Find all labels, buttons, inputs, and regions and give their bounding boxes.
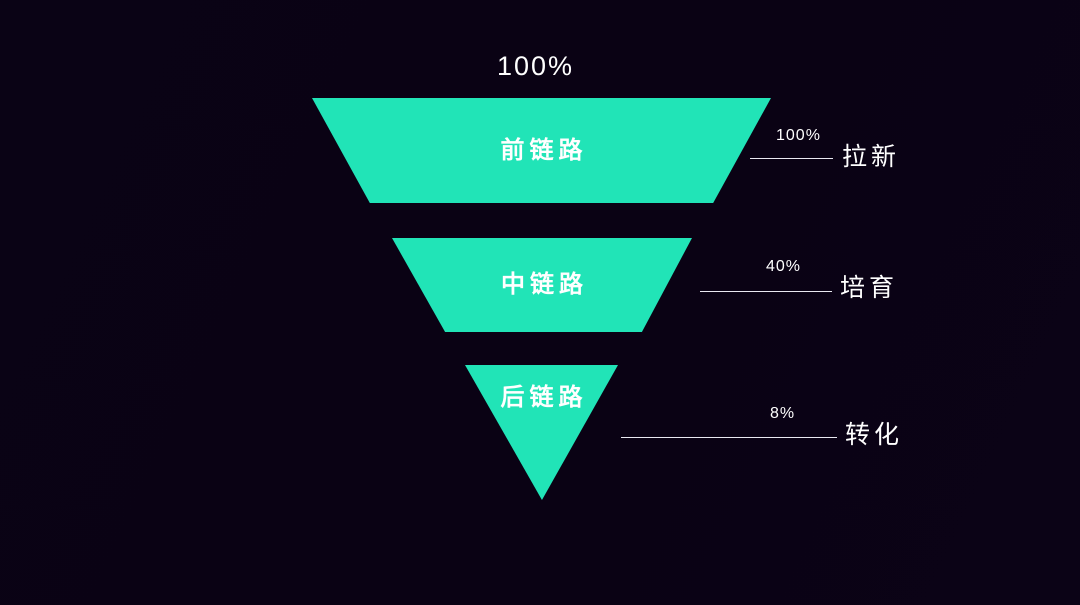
funnel-top-value: 100% xyxy=(496,51,575,81)
callout-back-category: 转化 xyxy=(845,421,904,449)
callout-front-percent: 100% xyxy=(776,127,821,144)
callout-front-category: 拉新 xyxy=(842,143,901,171)
callout-back-percent: 8% xyxy=(770,405,796,422)
callout-middle-category: 培育 xyxy=(840,274,899,302)
funnel-segment-back-label: 后链路 xyxy=(500,384,588,411)
leader-line xyxy=(700,291,832,292)
funnel-segment-front-label: 前链路 xyxy=(500,136,588,164)
funnel-segment-middle: 中链路 xyxy=(392,238,692,332)
funnel-segment-front: 前链路 xyxy=(312,98,771,203)
leader-line xyxy=(750,158,833,159)
leader-line xyxy=(621,437,837,438)
funnel-segment-middle-label: 中链路 xyxy=(501,271,588,298)
callout-middle-percent: 40% xyxy=(766,258,802,275)
funnel-segment-back: 后链路 xyxy=(465,365,618,500)
